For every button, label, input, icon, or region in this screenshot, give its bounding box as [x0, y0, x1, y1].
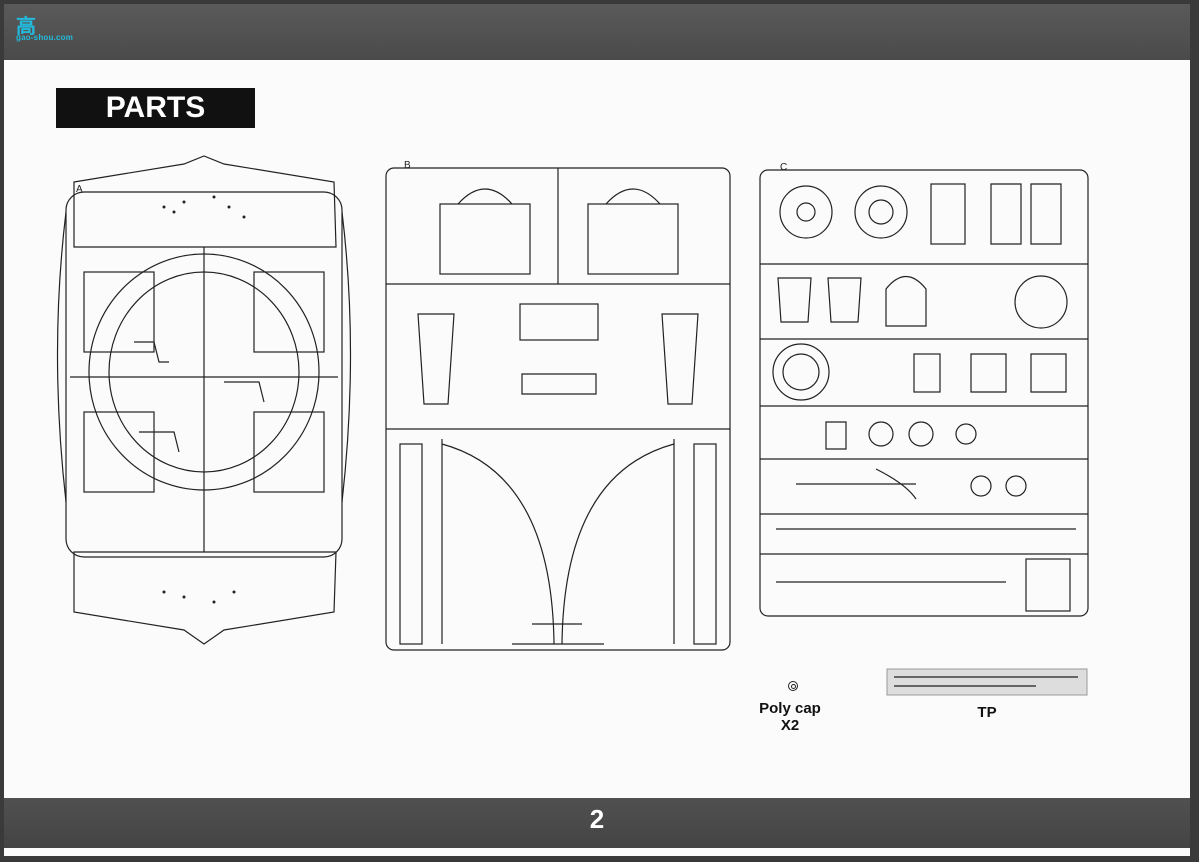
- bottom-band: 2: [4, 798, 1190, 848]
- page-number: 2: [589, 804, 605, 834]
- tp-caption: TP: [977, 704, 997, 721]
- polycap-icon: [788, 681, 798, 691]
- sprue-a-diagram: A: [56, 155, 352, 645]
- polycap-quantity: X2: [780, 717, 800, 734]
- polycap-label: Poly cap: [759, 700, 821, 717]
- site-logo: 高 gao-shou.com: [10, 8, 76, 44]
- sprue-b-label: B: [404, 160, 411, 171]
- parts-title: PARTS: [56, 88, 255, 128]
- tp-sheet-diagram: [886, 668, 1088, 696]
- sprue-c-diagram: C: [759, 162, 1089, 617]
- logo-url: gao-shou.com: [16, 33, 74, 42]
- instruction-page: 高 gao-shou.com PARTS A: [4, 4, 1190, 856]
- sprue-c-label: C: [780, 162, 787, 173]
- sprue-a-label: A: [76, 184, 83, 195]
- polycap-caption: Poly cap X2: [740, 700, 840, 734]
- top-band: 高 gao-shou.com: [4, 4, 1190, 60]
- sprue-b-diagram: B: [385, 160, 731, 651]
- logo-glyph: 高: [16, 14, 36, 38]
